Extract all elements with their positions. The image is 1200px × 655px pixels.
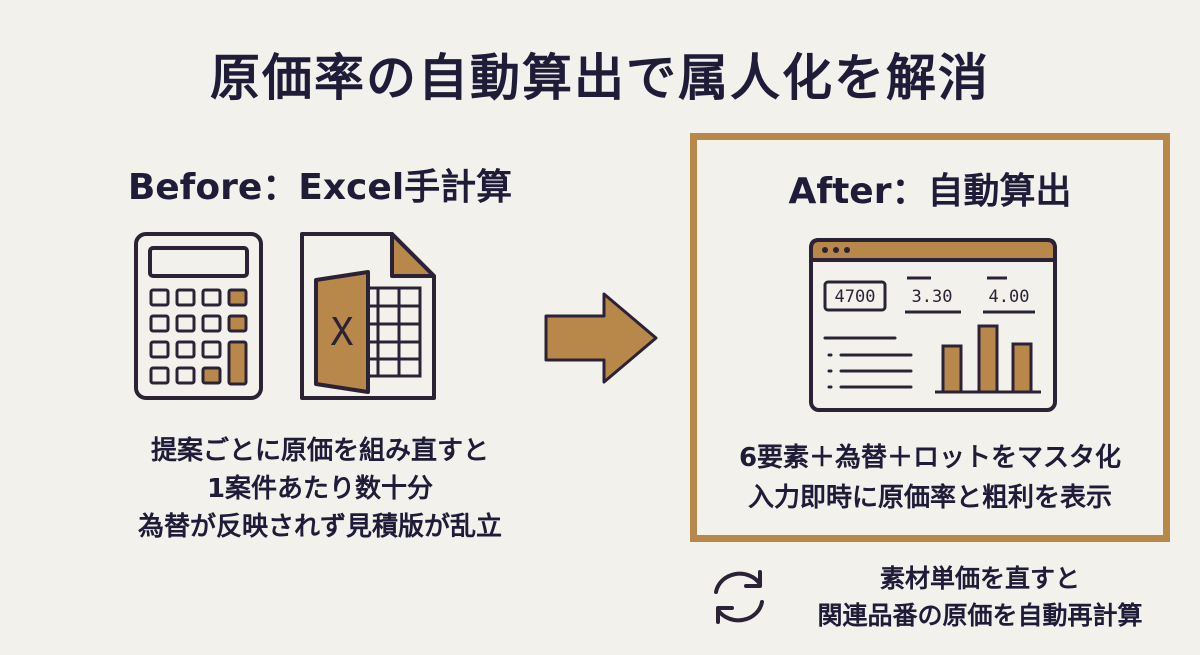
dashboard-value-2: 3.30 xyxy=(912,287,953,307)
excel-letter: X xyxy=(331,310,354,354)
before-note-3: 為替が反映されず見積版が乱立 xyxy=(137,512,502,542)
right-arrow-icon xyxy=(540,288,662,388)
excel-sheet-icon: X xyxy=(300,232,436,400)
before-note-2: 1案件あたり数十分 xyxy=(206,474,434,504)
after-note-1: 6要素＋為替＋ロットをマスタ化 xyxy=(738,443,1122,473)
after-heading: After：自動算出 xyxy=(788,171,1072,212)
before-notes: 提案ごとに原価を組み直すと 1案件あたり数十分 為替が反映されず見積版が乱立 xyxy=(50,432,590,546)
dashboard-icon: 4700 3.30 4.00 xyxy=(807,236,1059,414)
dashboard-value-1: 4700 xyxy=(835,287,876,307)
after-panel: After：自動算出 4700 3.30 4.00 xyxy=(690,133,1170,542)
recalc-note: 素材単価を直すと 関連品番の原価を自動再計算 xyxy=(780,560,1180,634)
before-heading: Before：Excel手計算 xyxy=(127,167,513,208)
after-note-2: 入力即時に原価率と粗利を表示 xyxy=(747,483,1112,513)
page-title: 原価率の自動算出で属人化を解消 xyxy=(210,49,990,107)
recalc-line-2: 関連品番の原価を自動再計算 xyxy=(817,601,1143,630)
dashboard-value-3: 4.00 xyxy=(989,287,1030,307)
calculator-icon xyxy=(134,232,263,400)
recalc-line-1: 素材単価を直すと xyxy=(879,564,1080,593)
after-notes: 6要素＋為替＋ロットをマスタ化 入力即時に原価率と粗利を表示 xyxy=(697,438,1163,518)
before-note-1: 提案ごとに原価を組み直すと xyxy=(150,436,489,466)
refresh-icon xyxy=(706,566,772,628)
before-icons: X xyxy=(120,222,460,412)
